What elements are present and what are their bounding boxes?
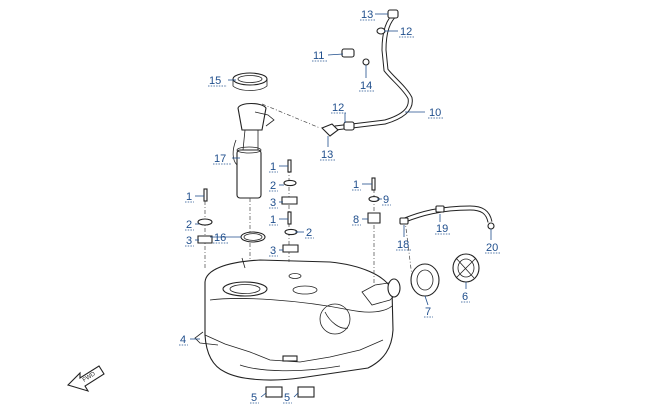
callout-5b: 5 xyxy=(283,392,292,404)
callout-19: 19 xyxy=(435,223,450,235)
fuel-tank xyxy=(194,257,401,398)
svg-text:7: 7 xyxy=(425,306,431,318)
callout-17: 17 xyxy=(213,153,231,165)
svg-text:2: 2 xyxy=(186,219,192,231)
svg-text:1: 1 xyxy=(270,161,276,173)
svg-text:5: 5 xyxy=(284,392,290,404)
callout-18: 18 xyxy=(396,239,411,251)
callout-6: 6 xyxy=(461,291,470,303)
callout-1a: 1 xyxy=(185,191,194,203)
svg-text:8: 8 xyxy=(353,214,359,226)
svg-text:12: 12 xyxy=(400,26,412,38)
svg-text:18: 18 xyxy=(397,239,409,251)
svg-text:5: 5 xyxy=(251,392,257,404)
hose-19-assembly xyxy=(399,205,495,230)
svg-text:14: 14 xyxy=(360,80,372,92)
callout-5a: 5 xyxy=(250,392,259,404)
callout-3c: 3 xyxy=(269,245,278,257)
svg-text:2: 2 xyxy=(306,227,312,239)
callout-16: 16 xyxy=(213,232,228,244)
svg-text:10: 10 xyxy=(429,107,441,119)
callout-7: 7 xyxy=(424,306,433,318)
callout-2a: 2 xyxy=(185,219,194,231)
leader-lines xyxy=(190,13,492,398)
filler-cap-group xyxy=(410,253,480,297)
svg-text:4: 4 xyxy=(180,334,186,346)
svg-text:11: 11 xyxy=(313,50,324,62)
callout-4: 4 xyxy=(179,334,188,346)
callout-12a: 12 xyxy=(399,26,414,38)
svg-text:17: 17 xyxy=(214,153,226,165)
svg-text:12: 12 xyxy=(332,102,344,114)
svg-text:3: 3 xyxy=(270,245,276,257)
svg-text:9: 9 xyxy=(383,194,389,206)
svg-text:3: 3 xyxy=(270,197,276,209)
callout-3a: 3 xyxy=(185,235,194,247)
svg-text:13: 13 xyxy=(321,149,333,161)
callout-labels: 13 12 11 14 15 12 10 13 17 1 xyxy=(179,9,500,404)
forward-direction-indicator: FWD xyxy=(66,365,105,392)
vent-hose-assembly xyxy=(321,9,413,137)
callout-2c: 2 xyxy=(305,227,314,239)
svg-text:2: 2 xyxy=(270,180,276,192)
svg-text:20: 20 xyxy=(486,242,498,254)
callout-20: 20 xyxy=(485,242,500,254)
svg-text:16: 16 xyxy=(214,232,226,244)
svg-text:15: 15 xyxy=(209,75,221,87)
callout-15: 15 xyxy=(208,75,227,87)
callout-8: 8 xyxy=(352,214,361,226)
callout-3b: 3 xyxy=(269,197,278,209)
callout-13a: 13 xyxy=(360,9,375,21)
callout-2b: 2 xyxy=(269,180,278,192)
callout-12b: 12 xyxy=(331,102,346,114)
fuel-pump-assembly xyxy=(232,72,275,199)
svg-text:1: 1 xyxy=(353,179,359,191)
callout-10: 10 xyxy=(428,107,443,119)
svg-text:6: 6 xyxy=(462,291,468,303)
svg-text:19: 19 xyxy=(436,223,448,235)
hardware xyxy=(197,159,381,253)
callout-14: 14 xyxy=(359,80,374,92)
callout-1c: 1 xyxy=(352,179,361,191)
callout-1b: 1 xyxy=(269,161,278,173)
svg-text:1: 1 xyxy=(186,191,192,203)
callout-11: 11 xyxy=(312,50,327,62)
svg-text:13: 13 xyxy=(361,9,373,21)
callout-13b: 13 xyxy=(320,149,335,161)
callout-1d: 1 xyxy=(269,214,278,226)
callout-9: 9 xyxy=(382,194,391,206)
svg-text:1: 1 xyxy=(270,214,276,226)
svg-text:3: 3 xyxy=(186,235,192,247)
